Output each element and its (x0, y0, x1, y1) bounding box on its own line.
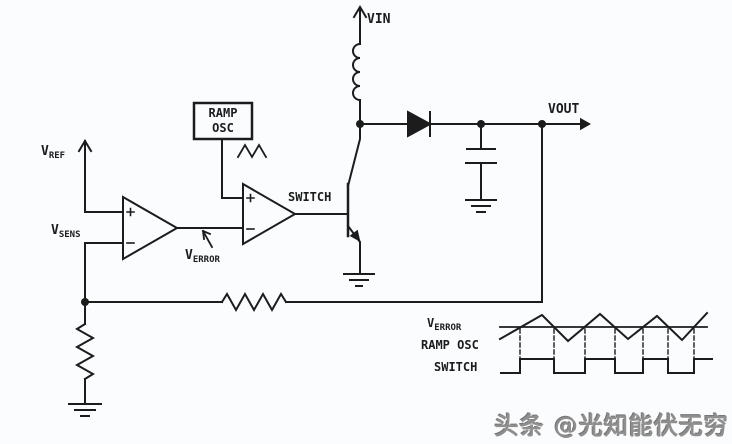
pwm-comparator (242, 182, 349, 246)
sawtooth-icon (236, 143, 268, 159)
node-dot (81, 298, 89, 306)
watermark-text: 头条 @光知能伏无穷 (494, 412, 729, 440)
ramp-osc-block (192, 101, 268, 199)
emitter-arrow-icon (349, 229, 361, 242)
vout-label: VOUT (548, 102, 580, 117)
ground-icon (68, 403, 102, 417)
waveform-switch-label: SWITCH (434, 360, 478, 374)
plus-input-icon (246, 193, 255, 203)
boost-diode (359, 110, 543, 138)
junction-dots (81, 120, 546, 306)
divider-resistor-icon (74, 322, 96, 381)
inductor-icon (352, 42, 362, 102)
vref-wire (77, 139, 124, 213)
verror-label: VERROR (185, 248, 220, 265)
vin-label: VIN (367, 12, 391, 27)
waveform-switch-trace (500, 358, 713, 374)
node-dot (538, 120, 546, 128)
plus-input-icon (126, 207, 135, 217)
arrow-up-left-icon (201, 229, 212, 241)
waveform-verror-label: VERROR (427, 316, 462, 333)
switch-label: SWITCH (288, 190, 332, 204)
feedback-network (68, 123, 543, 417)
error-amplifier (122, 195, 244, 261)
node-dot (477, 120, 485, 128)
node-dot (356, 120, 364, 128)
vin-branch (352, 5, 368, 125)
switch-transistor (343, 123, 375, 287)
waveform-plot (498, 311, 713, 374)
ground-icon (465, 199, 497, 213)
ramp-wire (221, 138, 244, 199)
vsens-wire (84, 242, 124, 303)
waveform-ramp-label: RAMP OSC (421, 338, 479, 352)
arrow-right-icon (580, 117, 592, 131)
waveform-ramp-trace (498, 311, 709, 343)
ramp-osc-box-label: RAMP OSC (208, 106, 238, 135)
verror-pointer-arrow (201, 229, 214, 249)
diode-icon (407, 110, 433, 138)
opamp-icon (122, 195, 180, 261)
vref-label: VREF (41, 144, 66, 161)
vout-arrow (541, 117, 592, 131)
comparator-icon (242, 182, 298, 246)
feedback-resistor-icon (220, 291, 288, 313)
output-capacitor (465, 123, 497, 213)
vsens-label: VSENS (51, 223, 81, 240)
ground-icon (343, 273, 375, 287)
